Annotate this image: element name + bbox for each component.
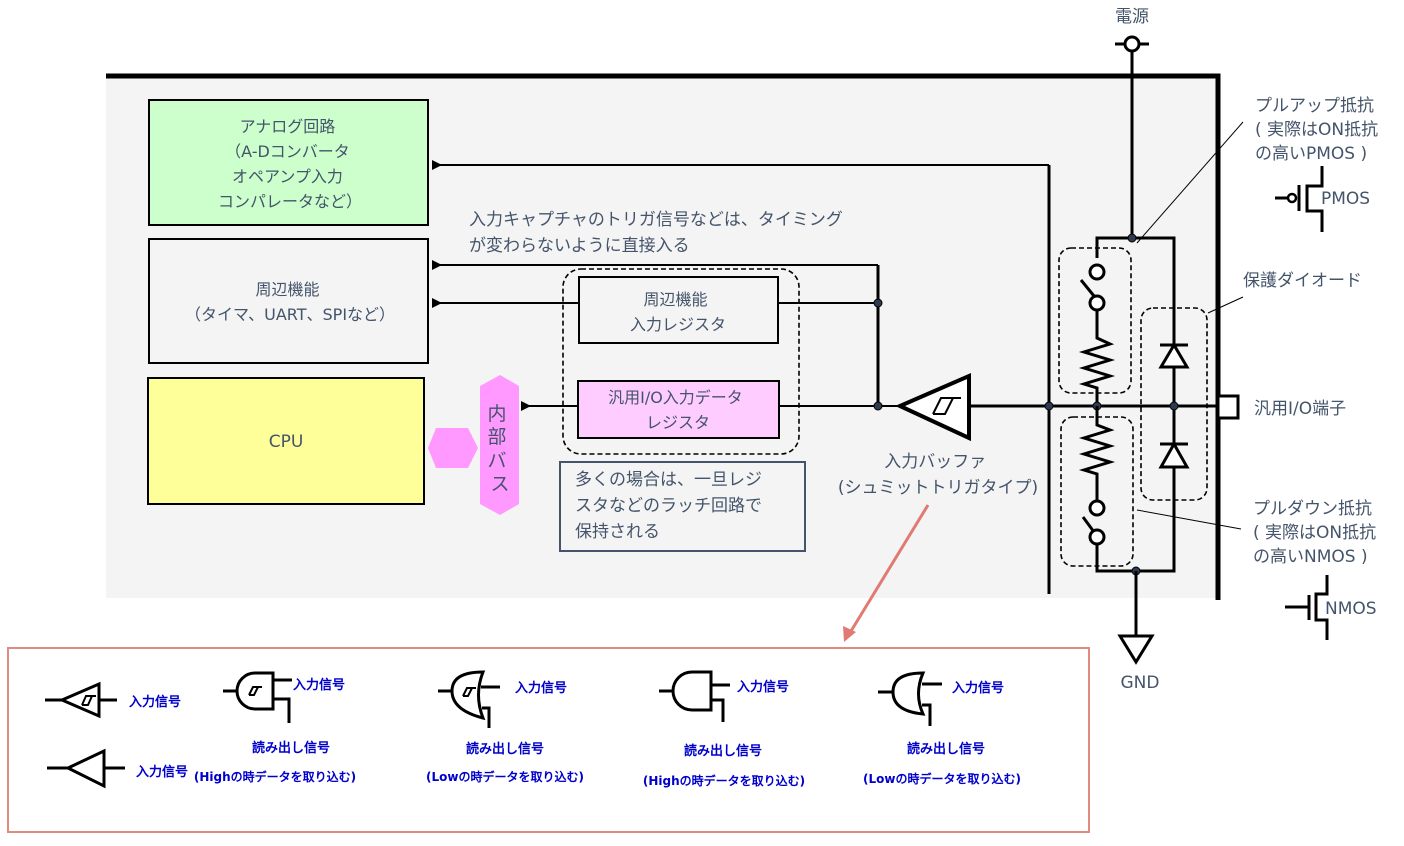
svg-text:(Lowの時データを取り込む): (Lowの時データを取り込む) xyxy=(863,771,1021,786)
cpu-block: CPU xyxy=(147,377,425,505)
legend-and-gate: 入力信号 読み出し信号 (Highの時データを取り込む) xyxy=(643,670,805,788)
diode-leader-line xyxy=(1207,296,1244,314)
svg-text:読み出し信号: 読み出し信号 xyxy=(252,740,330,756)
svg-text:(Highの時データを取り込む): (Highの時データを取り込む) xyxy=(643,773,805,788)
and-gate-icon xyxy=(671,670,713,712)
pullup-label: プルアップ抵抗 ( 実際はON抵抗 の高いPMOS ) xyxy=(1255,96,1384,164)
pulldown-leader-line xyxy=(1136,509,1242,530)
ground-label: GND xyxy=(1121,673,1160,693)
protection-diodes xyxy=(1140,307,1208,501)
svg-text:入力信号: 入力信号 xyxy=(737,679,789,695)
svg-text:入力信号: 入力信号 xyxy=(293,677,345,693)
junction xyxy=(873,401,883,411)
chip-boundary xyxy=(106,73,1221,600)
latch-note: 多くの場合は、一旦レジ スタなどのラッチ回路で 保持される xyxy=(559,461,806,552)
legend-box xyxy=(7,647,1090,833)
gpio-pin-label: 汎用I/O端子 xyxy=(1254,399,1346,419)
internal-bus: 内 部 バ ス xyxy=(480,375,519,515)
svg-text:(Lowの時データを取り込む): (Lowの時データを取り込む) xyxy=(426,769,584,784)
svg-text:CPU: CPU xyxy=(269,432,304,452)
legend-or-gate: 入力信号 読み出し信号 (Lowの時データを取り込む) xyxy=(863,671,1021,786)
svg-text:読み出し信号: 読み出し信号 xyxy=(684,743,762,759)
gpio-input-data-register: 汎用I/O入力データ レジスタ xyxy=(577,380,780,439)
direct-trigger-note: 入力キャプチャのトリガ信号などは、タイミング が変わらないように直接入る xyxy=(469,210,848,256)
svg-text:アナログ回路 （A-Dコンバータ オ: アナログ回路 （A-Dコンバータ オペアンプ入力 コンパレータなど） xyxy=(218,117,362,211)
legend-schmitt-buffer: 入力信号 xyxy=(45,681,181,719)
peripheral-function-block: 周辺機能 （タイマ、UART、SPIなど） xyxy=(148,238,429,364)
svg-text:(Highの時データを取り込む): (Highの時データを取り込む) xyxy=(194,769,356,784)
ground-terminal-icon: GND xyxy=(1117,571,1160,693)
resistor-icon xyxy=(1078,406,1116,505)
resistor-icon xyxy=(1078,310,1116,406)
cpu-bus-connector xyxy=(428,428,478,468)
svg-text:周辺機能 入力レジスタ: 周辺機能 入力レジスタ xyxy=(630,290,726,334)
svg-text:入力信号: 入力信号 xyxy=(952,680,1004,696)
callout-arrow xyxy=(846,504,930,637)
legend-buffer: 入力信号 xyxy=(47,748,188,789)
junction xyxy=(1169,401,1179,411)
svg-text:汎用I/O入力データ レジスタ: 汎用I/O入力データ レジスタ xyxy=(608,388,748,432)
register-group-outline xyxy=(562,268,800,455)
switch-contact-icon xyxy=(1088,263,1106,281)
nmos-label: NMOS xyxy=(1325,599,1377,619)
diode-icon xyxy=(1158,342,1190,369)
svg-text:読み出し信号: 読み出し信号 xyxy=(466,741,544,757)
pullup-leader-line xyxy=(1136,121,1244,244)
protection-diode-label: 保護ダイオード xyxy=(1243,271,1362,291)
legend-schmitt-or-gate: 入力信号 読み出し信号 (Lowの時データを取り込む) xyxy=(426,670,584,784)
nmos-symbol-icon xyxy=(1285,575,1329,640)
pullup-network xyxy=(1058,233,1176,406)
svg-text:入力信号: 入力信号 xyxy=(515,680,567,696)
peripheral-input-register: 周辺機能 入力レジスタ xyxy=(578,276,779,344)
svg-text:多くの場合は、一旦レジ スタなどのラッチ回路で: 多くの場合は、一旦レジ スタなどのラッチ回路で 保持される xyxy=(575,470,767,542)
schmitt-trigger-buffer-icon xyxy=(895,372,971,442)
or-gate-icon xyxy=(891,671,926,716)
svg-text:入力信号: 入力信号 xyxy=(129,694,181,710)
pmos-symbol-icon xyxy=(1275,166,1324,232)
junction xyxy=(1044,401,1054,411)
gpio-pin-icon xyxy=(1216,394,1240,420)
diode-icon xyxy=(1158,440,1190,469)
analog-circuit-block: アナログ回路 （A-Dコンバータ オペアンプ入力 コンパレータなど） xyxy=(148,99,429,226)
svg-text:入力信号: 入力信号 xyxy=(136,764,188,780)
power-label: 電源 xyxy=(1115,7,1149,27)
legend-schmitt-and-gate: 入力信号 読み出し信号 (Highの時データを取り込む) xyxy=(194,671,356,784)
svg-text:周辺機能 （タイマ、UART、SPIなど）: 周辺機能 （タイマ、UART、SPIなど） xyxy=(185,280,395,324)
pulldown-label: プルダウン抵抗 ( 実際はON抵抗 の高いNMOS ) xyxy=(1253,499,1382,567)
svg-text:読み出し信号: 読み出し信号 xyxy=(907,741,985,757)
svg-text:内 部 バ ス: 内 部 バ ス xyxy=(487,403,512,495)
junction xyxy=(873,298,883,308)
input-buffer-label: 入力バッファ (シュミットトリガタイプ) xyxy=(838,452,1038,498)
power-terminal-icon: 電源 xyxy=(1115,7,1149,238)
pmos-label: PMOS xyxy=(1321,189,1370,209)
callout-arrowhead-icon xyxy=(843,626,856,642)
